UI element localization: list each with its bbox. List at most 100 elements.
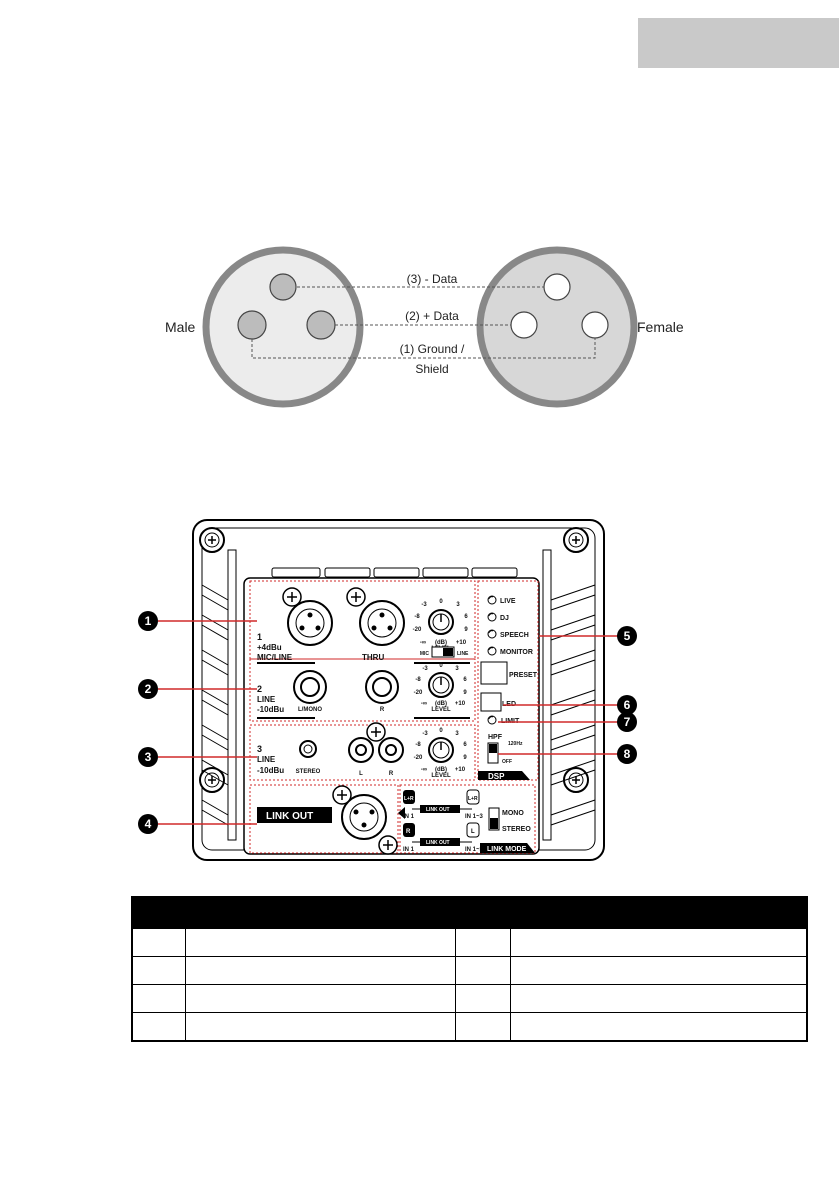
callout-3: 3 [145, 750, 152, 764]
table-row [133, 984, 806, 1012]
female-connector [476, 246, 638, 408]
svg-text:+10: +10 [455, 767, 466, 773]
led-icon [487, 629, 497, 639]
svg-text:IN 1: IN 1 [403, 847, 415, 853]
dsp-monitor: MONITOR [500, 649, 533, 656]
hpf-on-label: 120Hz [508, 741, 523, 747]
ch2-number: 2 [257, 684, 262, 694]
pin1-label-2: Shield [415, 362, 448, 376]
led-icon [487, 612, 497, 622]
pin2-label: (2) + Data [405, 309, 459, 323]
svg-text:-20: -20 [413, 627, 422, 633]
callout-4: 4 [145, 817, 152, 831]
link-mode-title: LINK MODE [487, 846, 527, 853]
housing-screw-icon [563, 767, 589, 793]
svg-text:-∞: -∞ [421, 767, 427, 773]
screw-icon [366, 722, 386, 742]
svg-text:-3: -3 [422, 666, 428, 672]
housing-screw-icon [199, 767, 225, 793]
pin3-label: (3) - Data [407, 272, 458, 286]
led-button[interactable] [480, 692, 502, 712]
ch2-level: -10dBu [257, 705, 284, 714]
callout-5: 5 [624, 629, 631, 643]
svg-text:-3: -3 [422, 731, 428, 737]
svg-text:LEVEL: LEVEL [431, 773, 451, 779]
svg-text:(dB): (dB) [435, 701, 447, 707]
xlr-wiring-diagram: (3) - Data (2) + Data (1) Ground / Shiel… [165, 246, 684, 408]
hpf-off-label: OFF [502, 759, 512, 765]
screw-icon [282, 587, 302, 607]
preset-label: PRESET [509, 672, 538, 679]
svg-text:0: 0 [439, 599, 443, 605]
screw-icon [346, 587, 366, 607]
heat-fins-left [201, 549, 237, 841]
svg-text:-8: -8 [415, 677, 421, 683]
svg-text:3: 3 [456, 602, 460, 608]
svg-text:9: 9 [463, 690, 467, 696]
wire-pin1 [251, 338, 596, 359]
svg-text:LINK OUT: LINK OUT [426, 840, 450, 846]
link-out-label: LINK OUT [266, 811, 313, 822]
rear-panel-diagram: 1 +4dBu MIC/LINE THRU LEVEL (dB) 0 -3 3 … [138, 519, 637, 861]
dsp-dj: DJ [500, 615, 509, 622]
preset-button[interactable] [480, 661, 508, 685]
mono-stereo-switch[interactable] [488, 807, 500, 831]
screw-icon [378, 835, 398, 855]
svg-text:3: 3 [455, 666, 459, 672]
mic-line-switch[interactable]: MIC LINE [420, 646, 469, 658]
housing-screw-icon [563, 527, 589, 553]
svg-text:0: 0 [439, 728, 443, 734]
svg-text:-20: -20 [414, 690, 423, 696]
section-tab [638, 18, 839, 68]
pin1-label: (1) Ground / [400, 342, 465, 356]
callout-1: 1 [145, 614, 152, 628]
ch2-type: LINE [257, 695, 276, 704]
callout-7: 7 [624, 715, 631, 729]
heat-fins-right [542, 549, 596, 841]
ch1-thru-label: THRU [362, 653, 384, 662]
svg-text:6: 6 [463, 742, 467, 748]
stereo-label: STEREO [502, 826, 531, 833]
ch2-jack-l-label: L/MONO [298, 707, 322, 713]
ch3-rca-r-label: R [389, 771, 394, 777]
ch3-stereo-label: STEREO [296, 769, 321, 775]
housing-screw-icon [199, 527, 225, 553]
svg-text:+10: +10 [455, 701, 466, 707]
ch1-level: +4dBu [257, 643, 282, 652]
hpf-label: HPF [488, 734, 503, 741]
ch2-jack-r-label: R [380, 707, 385, 713]
dsp-speech: SPEECH [500, 632, 529, 639]
mono-label: MONO [502, 810, 524, 817]
svg-text:R: R [406, 829, 411, 835]
svg-text:(dB): (dB) [435, 767, 447, 773]
limit-led-icon [487, 715, 497, 725]
ch1-type: MIC/LINE [257, 653, 293, 662]
ch3-level: -10dBu [257, 766, 284, 775]
in1-label: IN 1 [403, 814, 415, 820]
svg-text:0: 0 [439, 663, 443, 669]
ch2-level-knob[interactable]: LEVEL (dB) 0 -3 3 -8 6 -20 9 -∞ +10 [414, 663, 468, 713]
link-out-tag [257, 807, 332, 823]
svg-text:L+R: L+R [468, 796, 478, 802]
controls-table [131, 896, 808, 1042]
svg-text:6: 6 [464, 614, 468, 620]
ch3-number: 3 [257, 744, 262, 754]
hpf-switch[interactable] [487, 742, 499, 764]
lr-icon-label: L+R [404, 796, 414, 802]
callout-8: 8 [624, 747, 631, 761]
svg-text:LINE: LINE [457, 651, 469, 657]
male-label: Male [165, 319, 196, 335]
svg-text:9: 9 [463, 755, 467, 761]
in13-label: IN 1~3 [465, 814, 484, 820]
svg-text:LINK OUT: LINK OUT [426, 807, 450, 813]
svg-text:-∞: -∞ [421, 701, 427, 707]
svg-text:+10: +10 [456, 640, 467, 646]
screw-icon [332, 785, 352, 805]
dsp-live: LIVE [500, 598, 516, 605]
dsp-title: DSP [488, 772, 505, 781]
table-row [133, 1012, 806, 1040]
svg-text:-20: -20 [414, 755, 423, 761]
svg-text:MIC: MIC [420, 651, 430, 657]
ch3-type: LINE [257, 755, 276, 764]
ch3-level-knob[interactable]: LEVEL (dB) 0 -3 3 -8 6 -20 9 -∞ +10 [414, 728, 468, 779]
